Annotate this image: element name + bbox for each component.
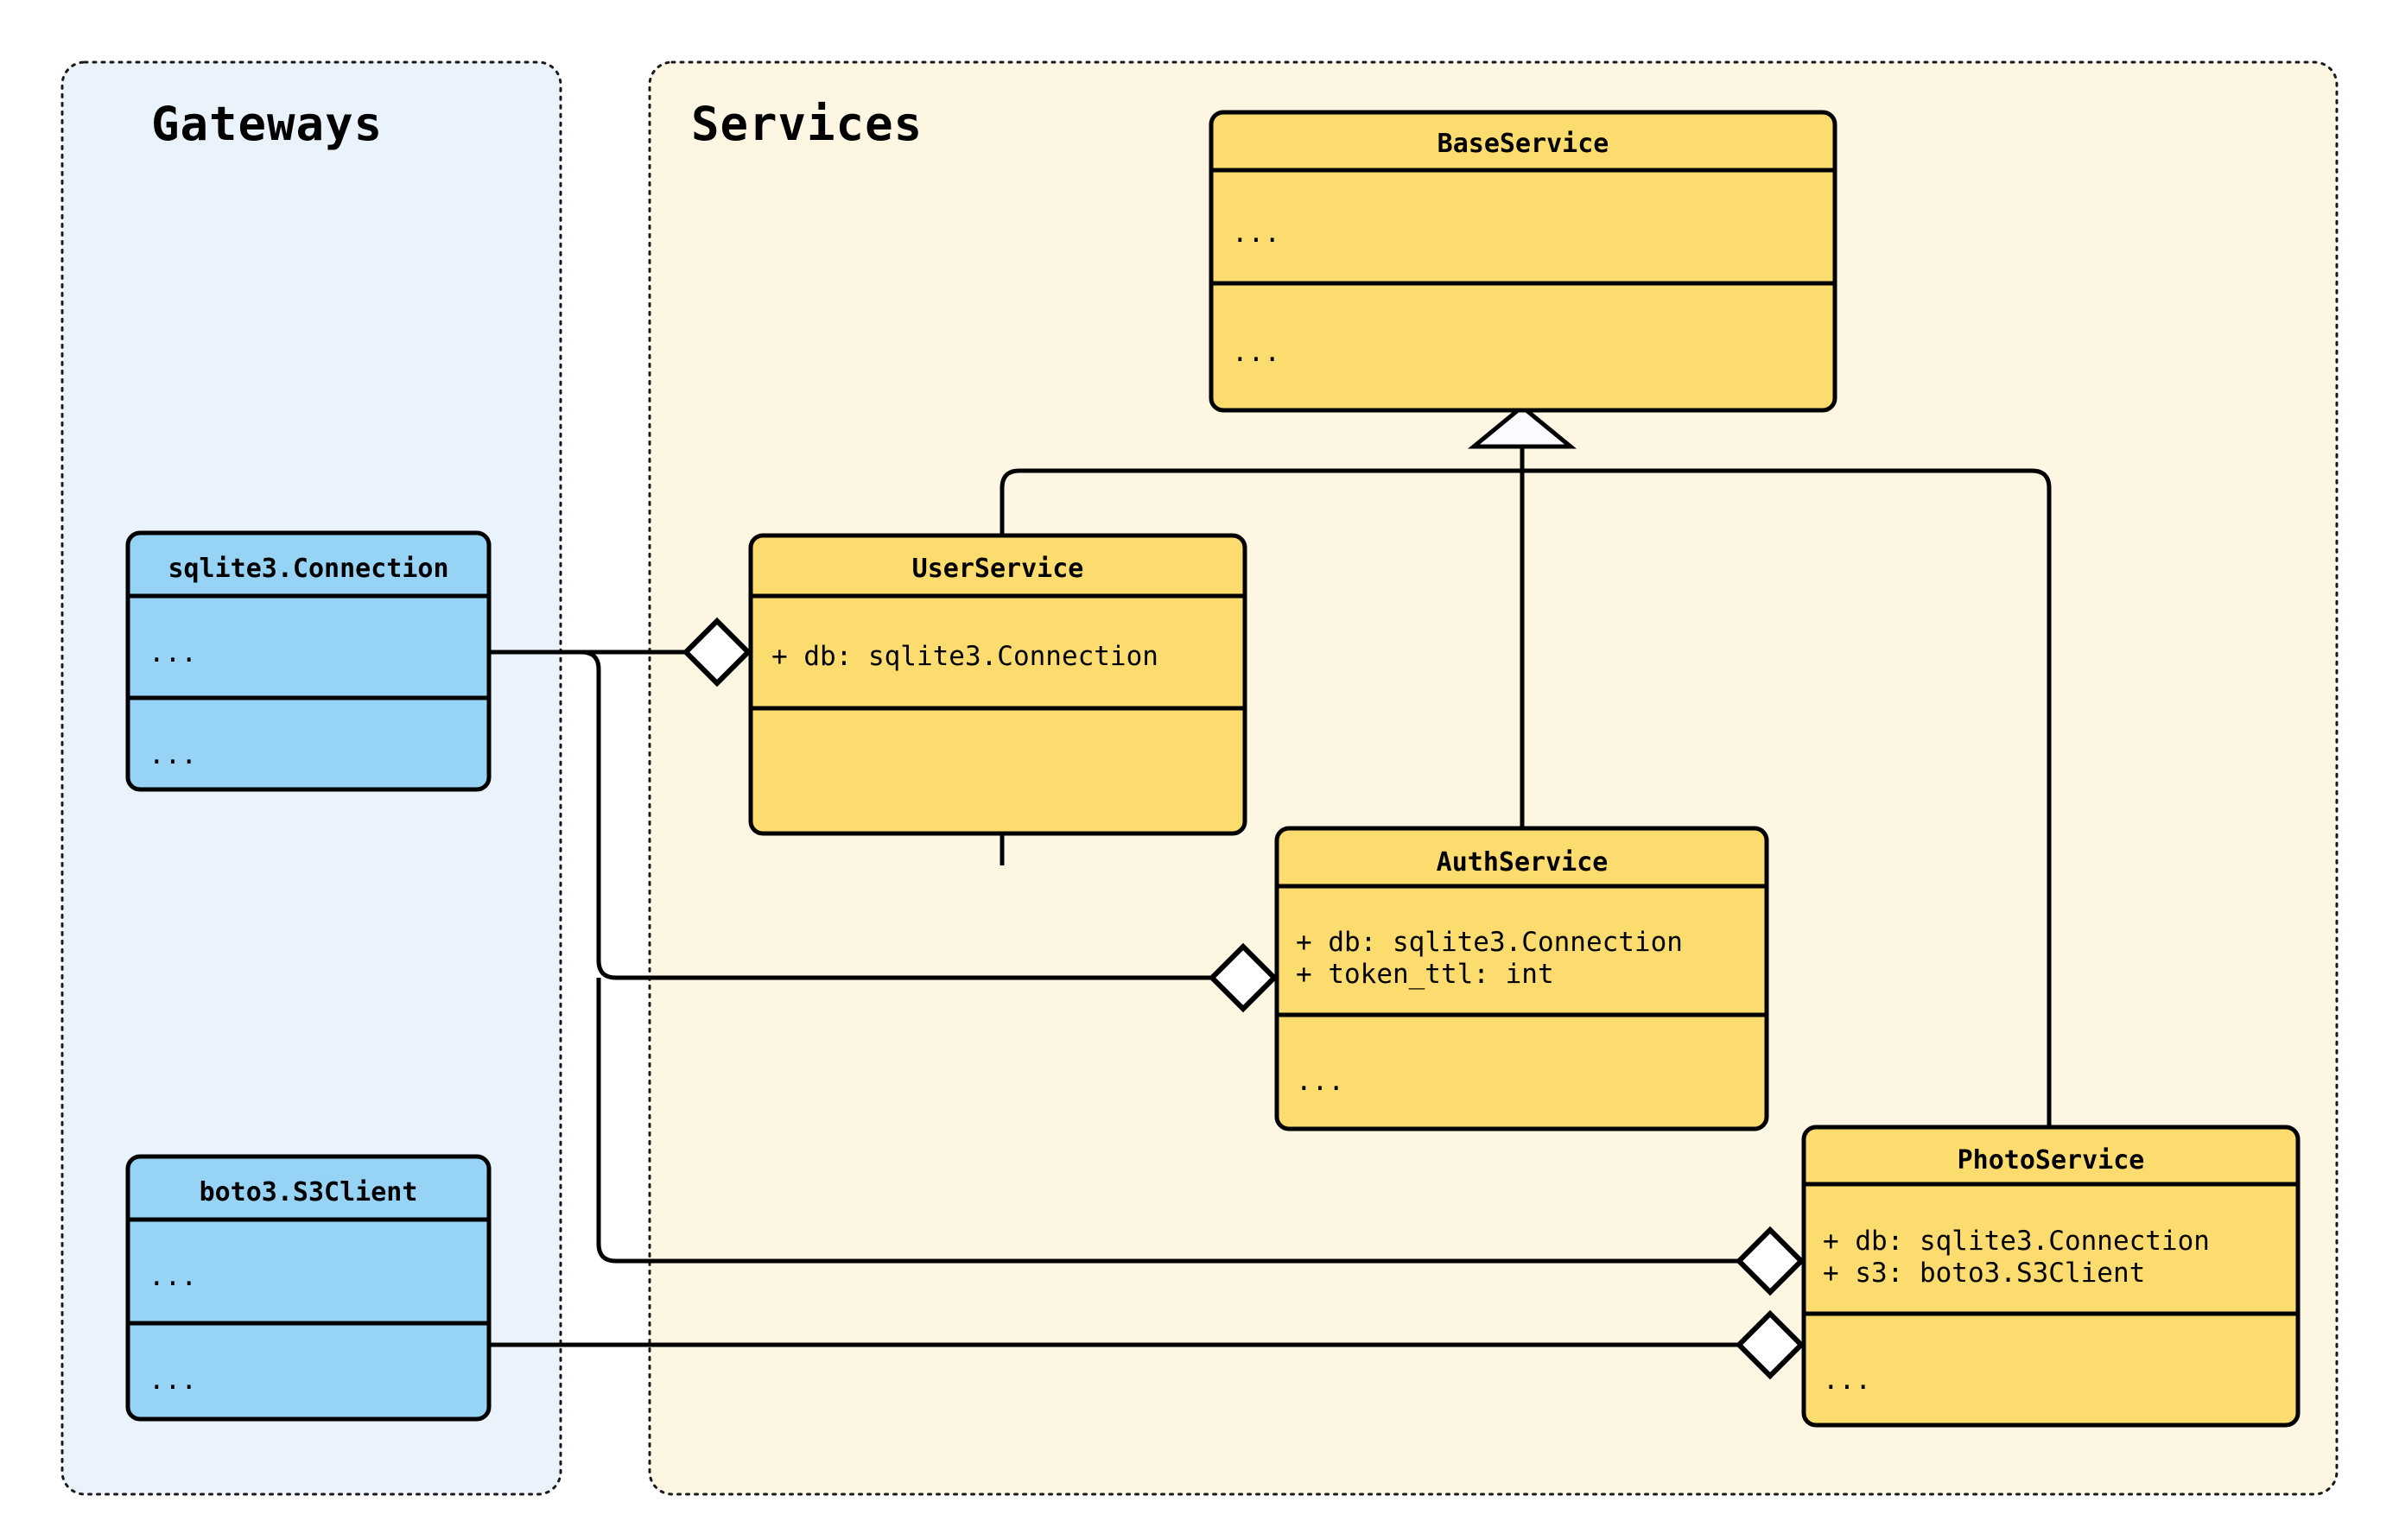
class-boto3-s3client-attribute: ... <box>149 1261 197 1292</box>
aggregation-diamond-authservice <box>1208 942 1279 1013</box>
class-boto3-s3client-box <box>125 1154 492 1422</box>
class-baseservice[interactable]: BaseService ... ... <box>1209 110 1837 413</box>
aggregation-diamonds <box>682 617 1806 1380</box>
relationship-edges <box>489 403 2052 1347</box>
class-userservice[interactable]: UserService + db: sqlite3.Connection <box>748 533 1247 836</box>
class-photoservice[interactable]: PhotoService + db: sqlite3.Connection + … <box>1801 1125 2301 1428</box>
class-photoservice-attribute-1: + s3: boto3.S3Client <box>1823 1258 2145 1289</box>
class-baseservice-method: ... <box>1232 337 1280 368</box>
class-authservice-title: AuthService <box>1437 847 1609 878</box>
package-services-title: Services <box>691 97 923 151</box>
class-photoservice-method: ... <box>1823 1365 1871 1396</box>
class-photoservice-attribute-0: + db: sqlite3.Connection <box>1823 1226 2210 1257</box>
class-baseservice-attribute: ... <box>1232 218 1280 249</box>
class-authservice[interactable]: AuthService + db: sqlite3.Connection + t… <box>1274 826 1769 1131</box>
class-baseservice-title: BaseService <box>1437 129 1609 159</box>
aggregation-diamond-photoservice-db <box>1735 1226 1806 1296</box>
class-authservice-attribute-1: + token_ttl: int <box>1296 959 1554 990</box>
class-baseservice-box <box>1209 110 1837 413</box>
generalization-arrowhead <box>1468 403 1577 449</box>
aggregation-diamond-photoservice-s3 <box>1735 1309 1806 1380</box>
aggregation-diamond-userservice <box>682 617 752 688</box>
class-boto3-s3client[interactable]: boto3.S3Client ... ... <box>125 1154 492 1422</box>
class-userservice-attribute: + db: sqlite3.Connection <box>771 641 1158 672</box>
class-photoservice-box <box>1801 1125 2301 1428</box>
class-sqlite3-connection-title: sqlite3.Connection <box>168 554 448 584</box>
class-userservice-title: UserService <box>912 554 1084 584</box>
class-boto3-s3client-title: boto3.S3Client <box>200 1177 418 1207</box>
class-sqlite3-connection-method: ... <box>149 739 197 770</box>
class-sqlite3-connection-attribute: ... <box>149 637 197 669</box>
class-boto3-s3client-method: ... <box>149 1365 197 1396</box>
aggregation-line-sqlite-photoservice <box>596 978 1764 1264</box>
class-sqlite3-connection[interactable]: sqlite3.Connection ... ... <box>125 530 492 792</box>
class-userservice-box <box>748 533 1247 836</box>
class-photoservice-title: PhotoService <box>1958 1145 2145 1176</box>
class-authservice-method: ... <box>1296 1066 1344 1097</box>
generalization-bus-line <box>1000 468 2052 1131</box>
class-authservice-attribute-0: + db: sqlite3.Connection <box>1296 927 1683 958</box>
aggregation-line-sqlite-authservice <box>489 650 1263 980</box>
package-gateways-title: Gateways <box>151 97 383 151</box>
